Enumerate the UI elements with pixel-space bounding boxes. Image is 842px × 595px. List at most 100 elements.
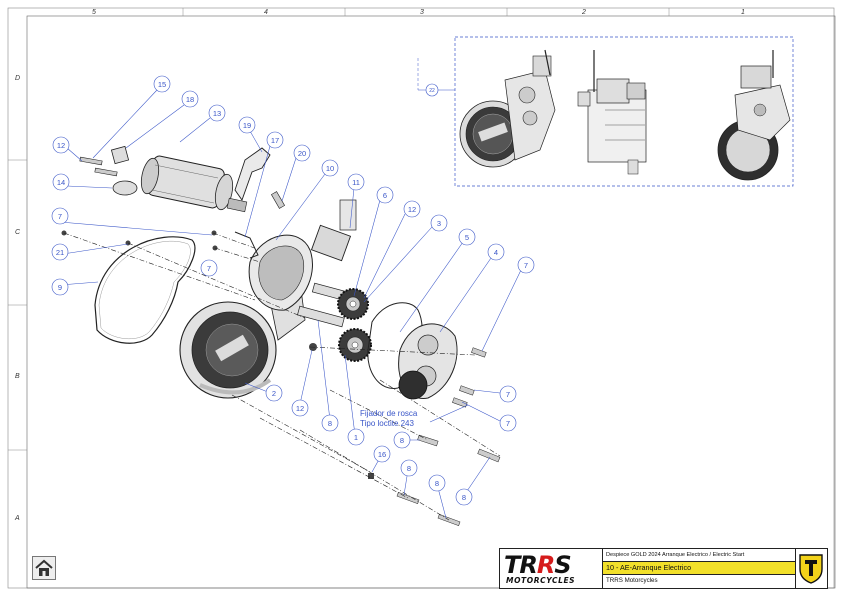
zone-label-4: 4: [264, 9, 268, 16]
callout-8-a: 8: [321, 414, 339, 432]
zone-label-2: 2: [581, 9, 586, 16]
svg-text:12: 12: [296, 404, 304, 413]
gear-upper-part: [337, 288, 369, 320]
svg-text:9: 9: [58, 283, 62, 292]
zone-labels-side: D C B A: [14, 75, 21, 522]
svg-text:1: 1: [354, 433, 358, 442]
connector-part: [110, 145, 130, 165]
detail-view-assembled-cover: [459, 49, 556, 168]
callout-19: 19: [238, 116, 256, 134]
brand-subtitle: MOTORCYCLES: [506, 576, 576, 585]
note-line-2: Tipo loctite 243: [360, 419, 415, 428]
svg-text:5: 5: [465, 233, 469, 242]
callout-8-e: 8: [455, 488, 473, 506]
gear-cover-part: [398, 323, 458, 400]
svg-text:12: 12: [57, 141, 65, 150]
svg-text:7: 7: [58, 212, 62, 221]
callout-8-b: 8: [393, 431, 411, 449]
drawing-frame: [7, 7, 836, 589]
svg-text:8: 8: [328, 419, 332, 428]
callout-12-low: 12: [291, 399, 309, 417]
company-name: TRRS Motorcycles: [606, 577, 658, 584]
svg-text:20: 20: [298, 149, 306, 158]
zone-labels-top: 5 4 3 2 1: [92, 9, 745, 16]
svg-text:8: 8: [407, 464, 411, 473]
svg-text:6: 6: [383, 191, 387, 200]
svg-text:21: 21: [56, 248, 64, 257]
callout-15: 15: [153, 75, 171, 93]
callout-14: 14: [52, 173, 70, 191]
svg-text:12: 12: [408, 205, 416, 214]
svg-text:11: 11: [352, 178, 360, 187]
zone-label-1: 1: [741, 9, 745, 16]
detail-view-rear: [717, 50, 791, 181]
svg-text:7: 7: [524, 261, 528, 270]
svg-text:7: 7: [506, 390, 510, 399]
callout-18: 18: [181, 90, 199, 108]
svg-text:7: 7: [506, 419, 510, 428]
zone-label-d: D: [15, 75, 20, 82]
callout-3: 3: [430, 214, 448, 232]
home-button[interactable]: [32, 556, 56, 580]
callout-8-d: 8: [428, 474, 446, 492]
brand-wordmark: TRRS: [504, 551, 572, 579]
callout-20: 20: [293, 144, 311, 162]
svg-text:10: 10: [326, 164, 334, 173]
callout-8-c: 8: [400, 459, 418, 477]
callout-7-left: 7: [51, 207, 69, 225]
trrs-shield-emblem-icon: [795, 549, 827, 588]
svg-text:2: 2: [272, 389, 276, 398]
starter-motor-part: [140, 155, 248, 213]
zone-label-3: 3: [420, 9, 424, 16]
callout-4: 4: [487, 243, 505, 261]
svg-text:13: 13: [213, 109, 221, 118]
callout-10: 10: [321, 159, 339, 177]
svg-text:14: 14: [57, 178, 65, 187]
callout-7-lower-a: 7: [499, 385, 517, 403]
inner-case-part: [248, 234, 313, 311]
svg-text:18: 18: [186, 95, 194, 104]
zone-label-b: B: [15, 373, 20, 380]
callout-11: 11: [347, 173, 365, 191]
svg-text:19: 19: [243, 121, 251, 130]
callout-22: 22: [425, 83, 439, 97]
callout-leaders: [59, 89, 522, 519]
plate-part: [112, 180, 138, 196]
title-block: TRRS MOTORCYCLES Despiece GOLD 2024 Arra…: [499, 548, 828, 589]
svg-text:8: 8: [435, 479, 439, 488]
svg-text:16: 16: [378, 450, 386, 459]
svg-text:22: 22: [429, 88, 435, 94]
callout-balloons: 15 18 13 12 14 19 1 7 20 10 11 6 12 3 5 4…: [51, 75, 535, 506]
trrs-logo: TRRS MOTORCYCLES: [500, 549, 603, 588]
gear-lower-part: [338, 328, 372, 362]
zone-label-a: A: [14, 515, 20, 522]
callout-12-mid: 12: [403, 200, 421, 218]
svg-text:4: 4: [494, 248, 498, 257]
detail-view-side: [577, 50, 647, 175]
home-icon: [35, 559, 53, 576]
exploded-parts: [61, 145, 501, 526]
svg-text:7: 7: [207, 264, 211, 273]
gasket-part: [94, 236, 196, 344]
callout-5: 5: [458, 228, 476, 246]
svg-text:8: 8: [400, 436, 404, 445]
note-line-1: Fijador de rosca: [360, 409, 418, 418]
svg-text:8: 8: [462, 493, 466, 502]
svg-text:3: 3: [437, 219, 441, 228]
callout-2: 2: [265, 384, 283, 402]
callout-7-right: 7: [517, 256, 535, 274]
part-name: 10 - AE-Arranque Electrico: [603, 562, 795, 575]
zone-label-c: C: [15, 229, 21, 236]
zone-label-5: 5: [92, 9, 96, 16]
callout-13: 13: [208, 104, 226, 122]
callout-21: 21: [51, 243, 69, 261]
callout-1: 1: [347, 428, 365, 446]
drawing-title: Despiece GOLD 2024 Arranque Electrico / …: [603, 549, 795, 562]
bracket-part: [234, 147, 271, 201]
relay-part: [310, 199, 357, 262]
callout-7-lower-b: 7: [499, 414, 517, 432]
callout-7-center: 7: [200, 259, 218, 277]
threadlock-note: Fijador de rosca Tipo loctite 243: [360, 409, 418, 428]
callout-12-top: 12: [52, 136, 70, 154]
